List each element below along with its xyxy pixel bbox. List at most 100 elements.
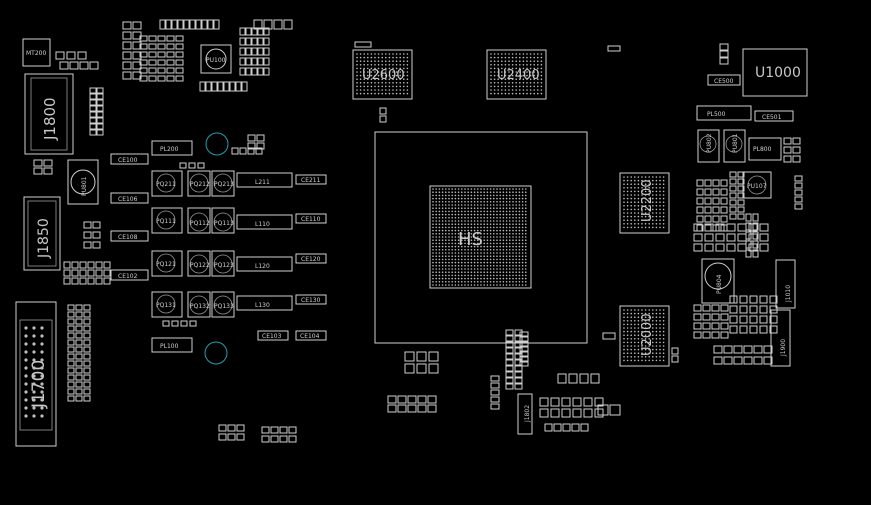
smd-component xyxy=(609,404,621,416)
connector-j1800: J1800 xyxy=(24,73,74,155)
smd-component xyxy=(96,123,104,130)
smd-component xyxy=(89,111,97,118)
u2400-label: U2400 xyxy=(497,68,540,83)
smd-component xyxy=(794,189,803,196)
smd-component xyxy=(702,322,711,330)
pq211-label: PQ211 xyxy=(156,181,176,188)
smd-component xyxy=(201,19,208,30)
j1900-label: J1900 xyxy=(780,339,787,357)
smd-component xyxy=(729,325,738,334)
smd-component xyxy=(792,146,801,154)
smd-component xyxy=(794,182,803,189)
smd-component xyxy=(712,197,720,205)
smd-component xyxy=(257,27,264,36)
smd-component xyxy=(122,61,132,70)
smd-component xyxy=(550,397,560,407)
pu801-label: PU801 xyxy=(81,176,88,196)
smd-component xyxy=(67,381,75,388)
smd-component xyxy=(263,27,270,36)
smd-component xyxy=(211,81,218,92)
smd-component xyxy=(729,295,738,304)
smd-component xyxy=(729,185,737,192)
l211-label: L211 xyxy=(255,179,270,186)
smd-component xyxy=(205,81,212,92)
smd-component xyxy=(166,67,175,74)
smd-component xyxy=(704,206,712,214)
smd-component xyxy=(752,240,759,249)
smd-component xyxy=(83,360,91,367)
pu107-label: PU107 xyxy=(747,183,767,190)
smd-component xyxy=(63,277,71,285)
smd-component xyxy=(89,129,97,136)
phase-row-4: PQ131 PQ132 PQ133 L130 CE130 xyxy=(151,291,327,318)
smd-component xyxy=(96,117,104,124)
smd-component xyxy=(89,99,97,106)
smd-component xyxy=(270,435,279,443)
smd-component xyxy=(75,388,83,395)
l120-label: L120 xyxy=(255,263,270,270)
smd-component xyxy=(519,341,529,347)
smd-component xyxy=(257,37,264,46)
smd-component xyxy=(239,37,246,46)
smd-component xyxy=(696,206,704,214)
smd-component xyxy=(794,175,803,182)
smd-component xyxy=(247,134,256,142)
smd-component xyxy=(752,249,759,258)
smd-component xyxy=(251,37,258,46)
smd-component xyxy=(505,329,514,336)
smd-component xyxy=(712,215,720,223)
smd-component xyxy=(763,356,773,365)
smd-component xyxy=(96,87,104,94)
smd-component xyxy=(239,47,246,56)
smd-component xyxy=(67,374,75,381)
smd-component xyxy=(519,346,529,352)
smd-component xyxy=(122,21,132,30)
smd-component xyxy=(505,371,514,378)
smd-component xyxy=(745,213,752,222)
smd-component xyxy=(711,313,720,321)
smd-component xyxy=(723,356,733,365)
smd-component xyxy=(83,325,91,332)
smd-component xyxy=(693,233,703,242)
mt200-label: MT200 xyxy=(26,50,46,57)
smd-component xyxy=(251,57,258,66)
smd-component xyxy=(75,339,83,346)
smd-component xyxy=(387,404,397,413)
smd-component xyxy=(580,423,589,432)
smd-component xyxy=(87,277,95,285)
smd-component xyxy=(197,162,205,169)
smd-component xyxy=(490,389,500,396)
smd-component xyxy=(671,355,679,363)
smd-component xyxy=(207,19,214,30)
smd-component xyxy=(745,240,752,249)
smd-component xyxy=(261,426,270,434)
smd-component xyxy=(83,374,91,381)
memory-u2000: U2000 xyxy=(619,305,670,367)
smd-component xyxy=(792,155,801,163)
smd-component xyxy=(175,51,184,58)
small-components xyxy=(33,19,803,443)
smd-component xyxy=(379,107,387,115)
smd-component xyxy=(753,345,763,354)
pl500-label: PL500 xyxy=(707,111,726,118)
smd-component xyxy=(132,41,142,50)
smd-component xyxy=(270,426,279,434)
smd-component xyxy=(67,395,75,402)
smd-component xyxy=(71,261,79,269)
smd-component xyxy=(737,185,745,192)
smd-component xyxy=(572,397,582,407)
smd-component xyxy=(715,233,725,242)
smd-component xyxy=(759,243,769,252)
smd-component xyxy=(704,179,712,187)
smd-component xyxy=(92,241,101,249)
smd-component xyxy=(557,373,567,384)
smd-component xyxy=(354,41,372,48)
ic-u1000: U1000 xyxy=(742,48,808,97)
smd-component xyxy=(739,325,748,334)
smd-component xyxy=(139,67,148,74)
smd-component xyxy=(67,360,75,367)
smd-component xyxy=(759,233,769,242)
smd-component xyxy=(514,371,523,378)
smd-component xyxy=(519,336,529,342)
